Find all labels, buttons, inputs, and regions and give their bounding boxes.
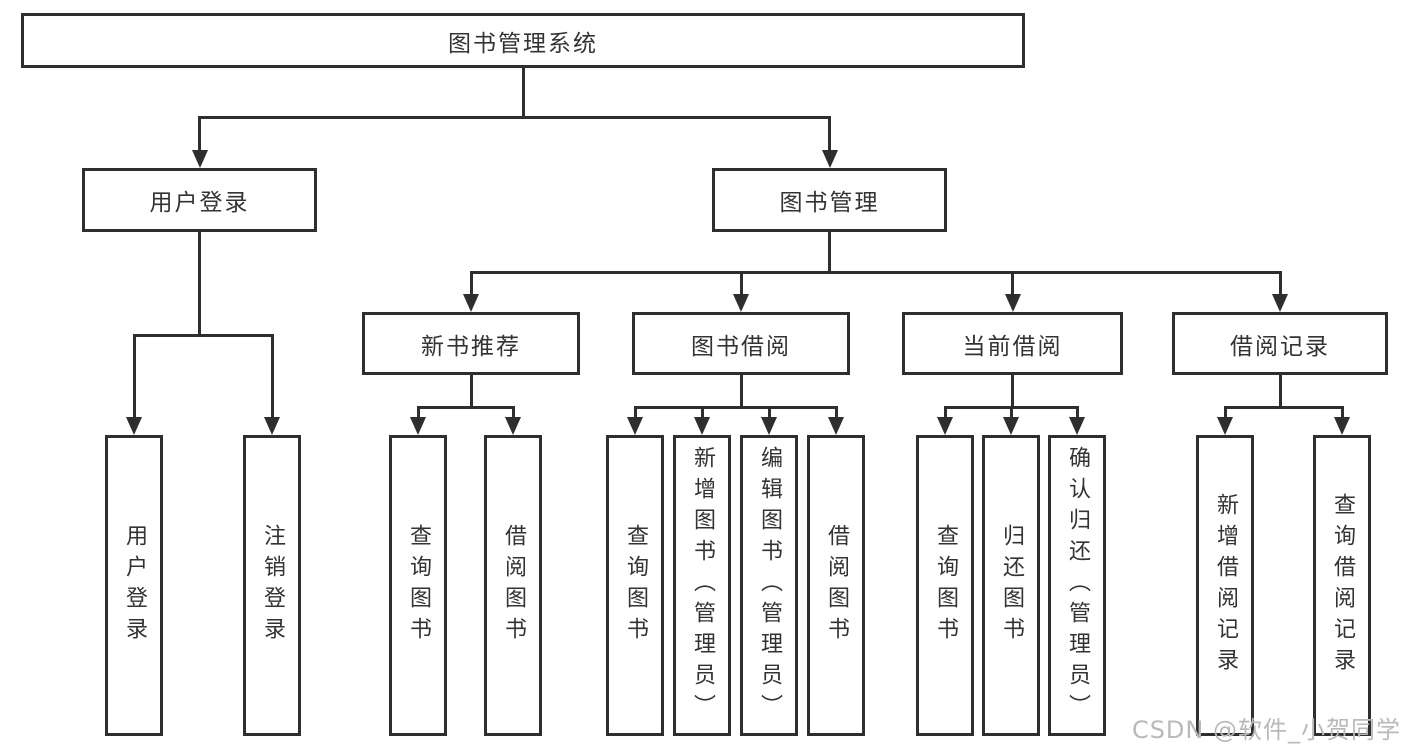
connector-drop-current-borrow: [1011, 272, 1014, 296]
node-book-mgmt-label: 图书管理: [779, 190, 880, 216]
connector-drop-br-search: [1340, 407, 1344, 419]
connector-drop-book-borrow: [739, 272, 743, 296]
connector-bar-root: [198, 115, 831, 119]
connector-bar-book-borrow: [633, 405, 838, 409]
node-cb-return: 归还图书: [982, 435, 1040, 736]
connector-drop-borrow-records: [1278, 272, 1282, 296]
arrowhead-login: [126, 417, 142, 435]
node-rec-borrow: 借阅图书: [484, 435, 542, 736]
arrowhead-cb-return: [1003, 417, 1019, 435]
connector-drop-bb-search: [633, 407, 637, 419]
arrowhead-book-mgmt: [821, 150, 838, 168]
node-cb-search: 查询图书: [916, 435, 974, 736]
node-book-mgmt: 图书管理: [712, 168, 947, 232]
arrowhead-br-add: [1217, 417, 1233, 435]
connector-drop-cb-return: [1009, 407, 1013, 419]
arrowhead-book-borrow: [733, 294, 749, 312]
connector-stem-borrow-records: [1278, 375, 1282, 407]
node-user-login-label: 用户登录: [149, 190, 250, 216]
node-root: 图书管理系统: [21, 13, 1025, 68]
node-borrow-records-label: 借阅记录: [1230, 333, 1330, 360]
node-cb-search-label: 查询图书: [933, 523, 958, 648]
arrowhead-logout: [264, 417, 280, 435]
arrowhead-br-search: [1334, 417, 1350, 435]
connector-stem-book-mgmt: [828, 232, 831, 272]
csdn-watermark: CSDN @软件_小贺同学: [1131, 716, 1401, 744]
node-bb-search: 查询图书: [606, 435, 664, 736]
node-br-search: 查询借阅记录: [1313, 435, 1371, 736]
node-book-borrow-label: 图书借阅: [691, 333, 791, 360]
arrowhead-cb-search: [937, 417, 953, 435]
node-br-search-label: 查询借阅记录: [1330, 492, 1355, 679]
connector-drop-cb-confirm: [1075, 407, 1079, 419]
connector-stem-root: [521, 68, 525, 117]
arrowhead-borrow-records: [1272, 294, 1288, 312]
node-current-borrow-label: 当前借阅: [962, 333, 1063, 360]
arrowhead-new-book-rec: [463, 294, 479, 312]
connector-drop-login: [132, 335, 136, 419]
arrowhead-bb-borrow: [828, 417, 844, 435]
arrowhead-bb-edit: [761, 417, 777, 435]
node-cb-return-label: 归还图书: [999, 523, 1024, 648]
node-new-book-rec-label: 新书推荐: [421, 333, 521, 360]
node-bb-add: 新增图书（管理员）: [673, 435, 731, 736]
connector-drop-rec-search: [416, 407, 420, 419]
node-bb-borrow: 借阅图书: [807, 435, 865, 736]
node-rec-search: 查询图书: [389, 435, 447, 736]
arrowhead-cb-confirm: [1069, 417, 1085, 435]
node-borrow-records: 借阅记录: [1172, 312, 1388, 375]
connector-bar-new-book-rec: [416, 405, 515, 409]
node-login-label: 用户登录: [122, 523, 147, 648]
node-book-borrow: 图书借阅: [632, 312, 850, 375]
connector-drop-cb-search: [943, 407, 947, 419]
arrowhead-current-borrow: [1004, 294, 1021, 312]
node-bb-borrow-label: 借阅图书: [824, 523, 849, 648]
connector-drop-new-book-rec: [469, 272, 473, 296]
node-login: 用户登录: [105, 435, 163, 736]
connector-drop-user-login: [198, 117, 201, 152]
arrowhead-rec-search: [410, 417, 426, 435]
node-root-label: 图书管理系统: [448, 30, 598, 57]
connector-drop-book-mgmt: [828, 117, 831, 152]
node-bb-search-label: 查询图书: [623, 523, 648, 648]
connector-drop-logout: [270, 335, 274, 419]
connector-stem-current-borrow: [1011, 375, 1014, 407]
connector-stem-new-book-rec: [469, 375, 473, 407]
connector-drop-br-add: [1223, 407, 1227, 419]
node-rec-search-label: 查询图书: [406, 523, 431, 648]
arrowhead-bb-search: [627, 417, 643, 435]
connector-stem-book-borrow: [739, 375, 743, 407]
node-cb-confirm: 确认归还（管理员）: [1048, 435, 1106, 736]
connector-bar-borrow-records: [1223, 405, 1344, 409]
node-bb-edit: 编辑图书（管理员）: [740, 435, 798, 736]
node-bb-add-label: 新增图书（管理员）: [690, 446, 715, 725]
node-br-add-label: 新增借阅记录: [1213, 492, 1238, 679]
node-rec-borrow-label: 借阅图书: [501, 523, 526, 648]
node-user-login: 用户登录: [82, 168, 317, 232]
arrowhead-rec-borrow: [505, 417, 521, 435]
node-logout-label: 注销登录: [260, 523, 285, 648]
arrowhead-bb-add: [694, 417, 710, 435]
node-cb-confirm-label: 确认归还（管理员）: [1065, 446, 1090, 725]
connector-drop-bb-borrow: [834, 407, 838, 419]
connector-bar-book-mgmt: [469, 270, 1282, 274]
node-br-add: 新增借阅记录: [1196, 435, 1254, 736]
arrowhead-user-login: [191, 150, 208, 168]
node-new-book-rec: 新书推荐: [362, 312, 580, 375]
node-current-borrow: 当前借阅: [902, 312, 1123, 375]
connector-stem-user-login: [198, 232, 201, 335]
connector-drop-rec-borrow: [511, 407, 515, 419]
connector-drop-bb-edit: [767, 407, 771, 419]
node-logout: 注销登录: [243, 435, 301, 736]
connector-drop-bb-add: [700, 407, 704, 419]
connector-bar-user-login: [132, 333, 274, 337]
node-bb-edit-label: 编辑图书（管理员）: [757, 446, 782, 725]
